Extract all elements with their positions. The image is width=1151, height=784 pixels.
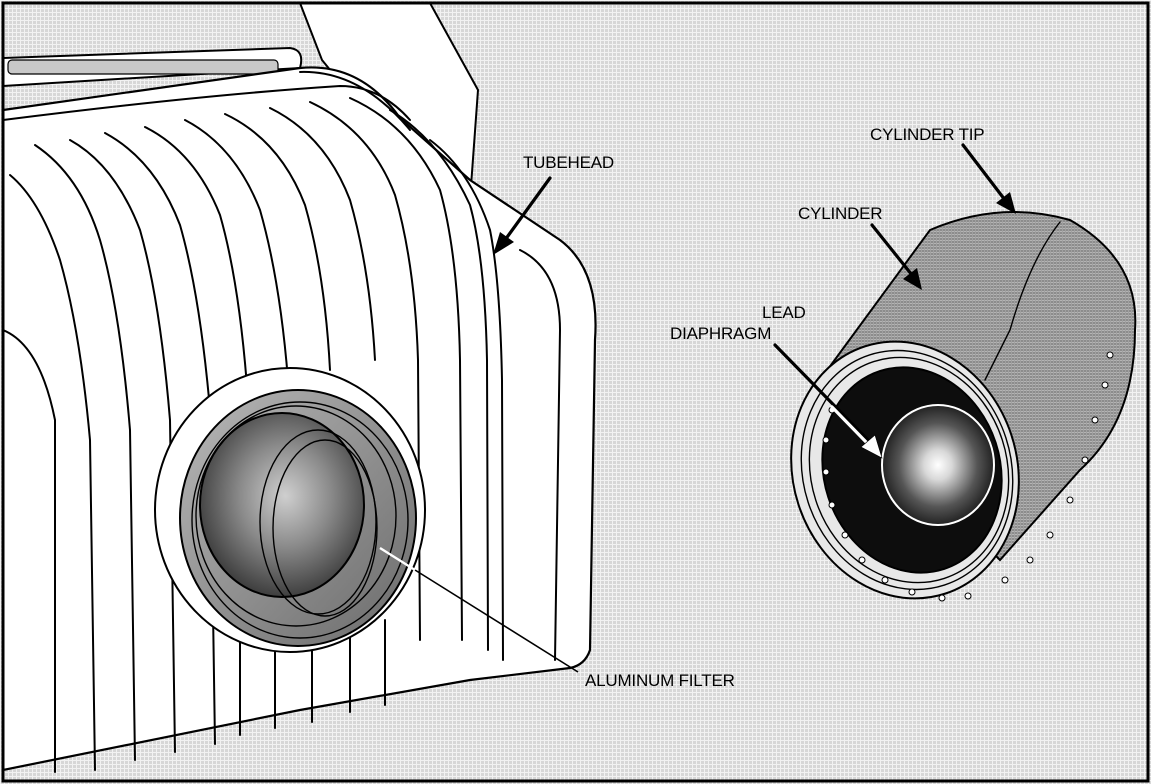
label-tubehead: TUBEHEAD xyxy=(523,153,614,172)
rim-dots xyxy=(822,351,1114,602)
leader-aluminum-filter xyxy=(379,546,579,673)
label-diaphragm: DIAPHRAGM xyxy=(670,324,771,343)
leader-lead-diaphragm xyxy=(773,343,883,459)
leader-cylinder xyxy=(870,223,922,290)
diaphragm-aperture xyxy=(881,404,995,526)
label-cylinder: CYLINDER xyxy=(798,204,882,223)
label-aluminum-filter: ALUMINUM FILTER xyxy=(585,671,735,690)
top-slot xyxy=(7,59,279,75)
leader-tubehead xyxy=(493,176,552,255)
tubehead xyxy=(3,3,597,773)
label-lead: LEAD xyxy=(762,303,806,322)
cooling-fins xyxy=(3,97,504,773)
label-cylinder-tip: CYLINDER TIP xyxy=(870,125,984,144)
cylinder-assembly xyxy=(790,211,1137,602)
aluminum-filter-lens xyxy=(199,412,365,598)
leader-cylinder-tip xyxy=(961,143,1016,214)
